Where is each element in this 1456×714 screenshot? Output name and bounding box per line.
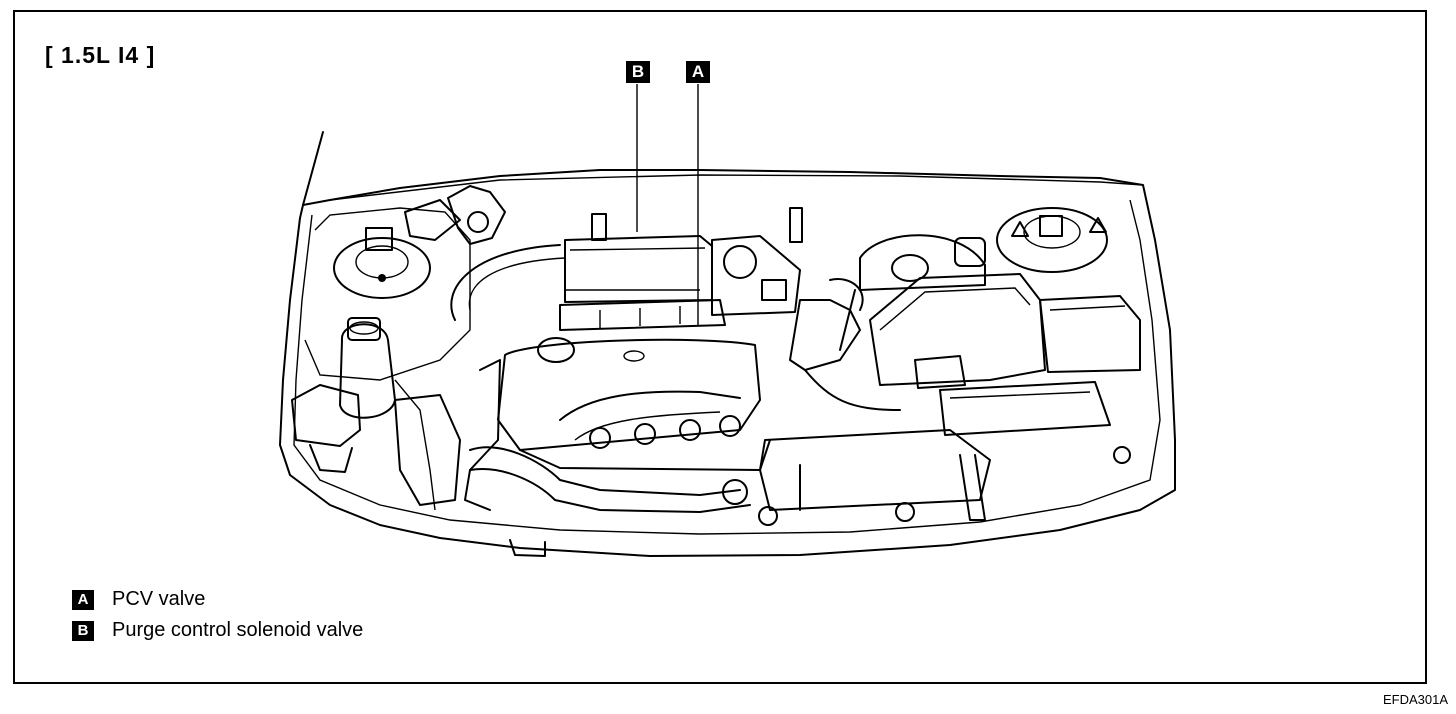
figure-code: EFDA301A	[1382, 692, 1448, 707]
legend-item-a: A PCV valve	[72, 588, 205, 611]
callout-a-label: A	[686, 61, 710, 83]
figure-frame	[13, 10, 1427, 684]
legend-a-text: PCV valve	[112, 588, 206, 610]
callout-b-label: B	[626, 61, 650, 83]
legend-a-box: A	[72, 589, 94, 610]
legend-item-b: B Purge control solenoid valve	[72, 619, 363, 642]
legend-b-text: Purge control solenoid valve	[112, 619, 364, 641]
engine-title: [ 1.5L I4 ]	[45, 42, 156, 68]
legend-b-box: B	[72, 620, 94, 641]
